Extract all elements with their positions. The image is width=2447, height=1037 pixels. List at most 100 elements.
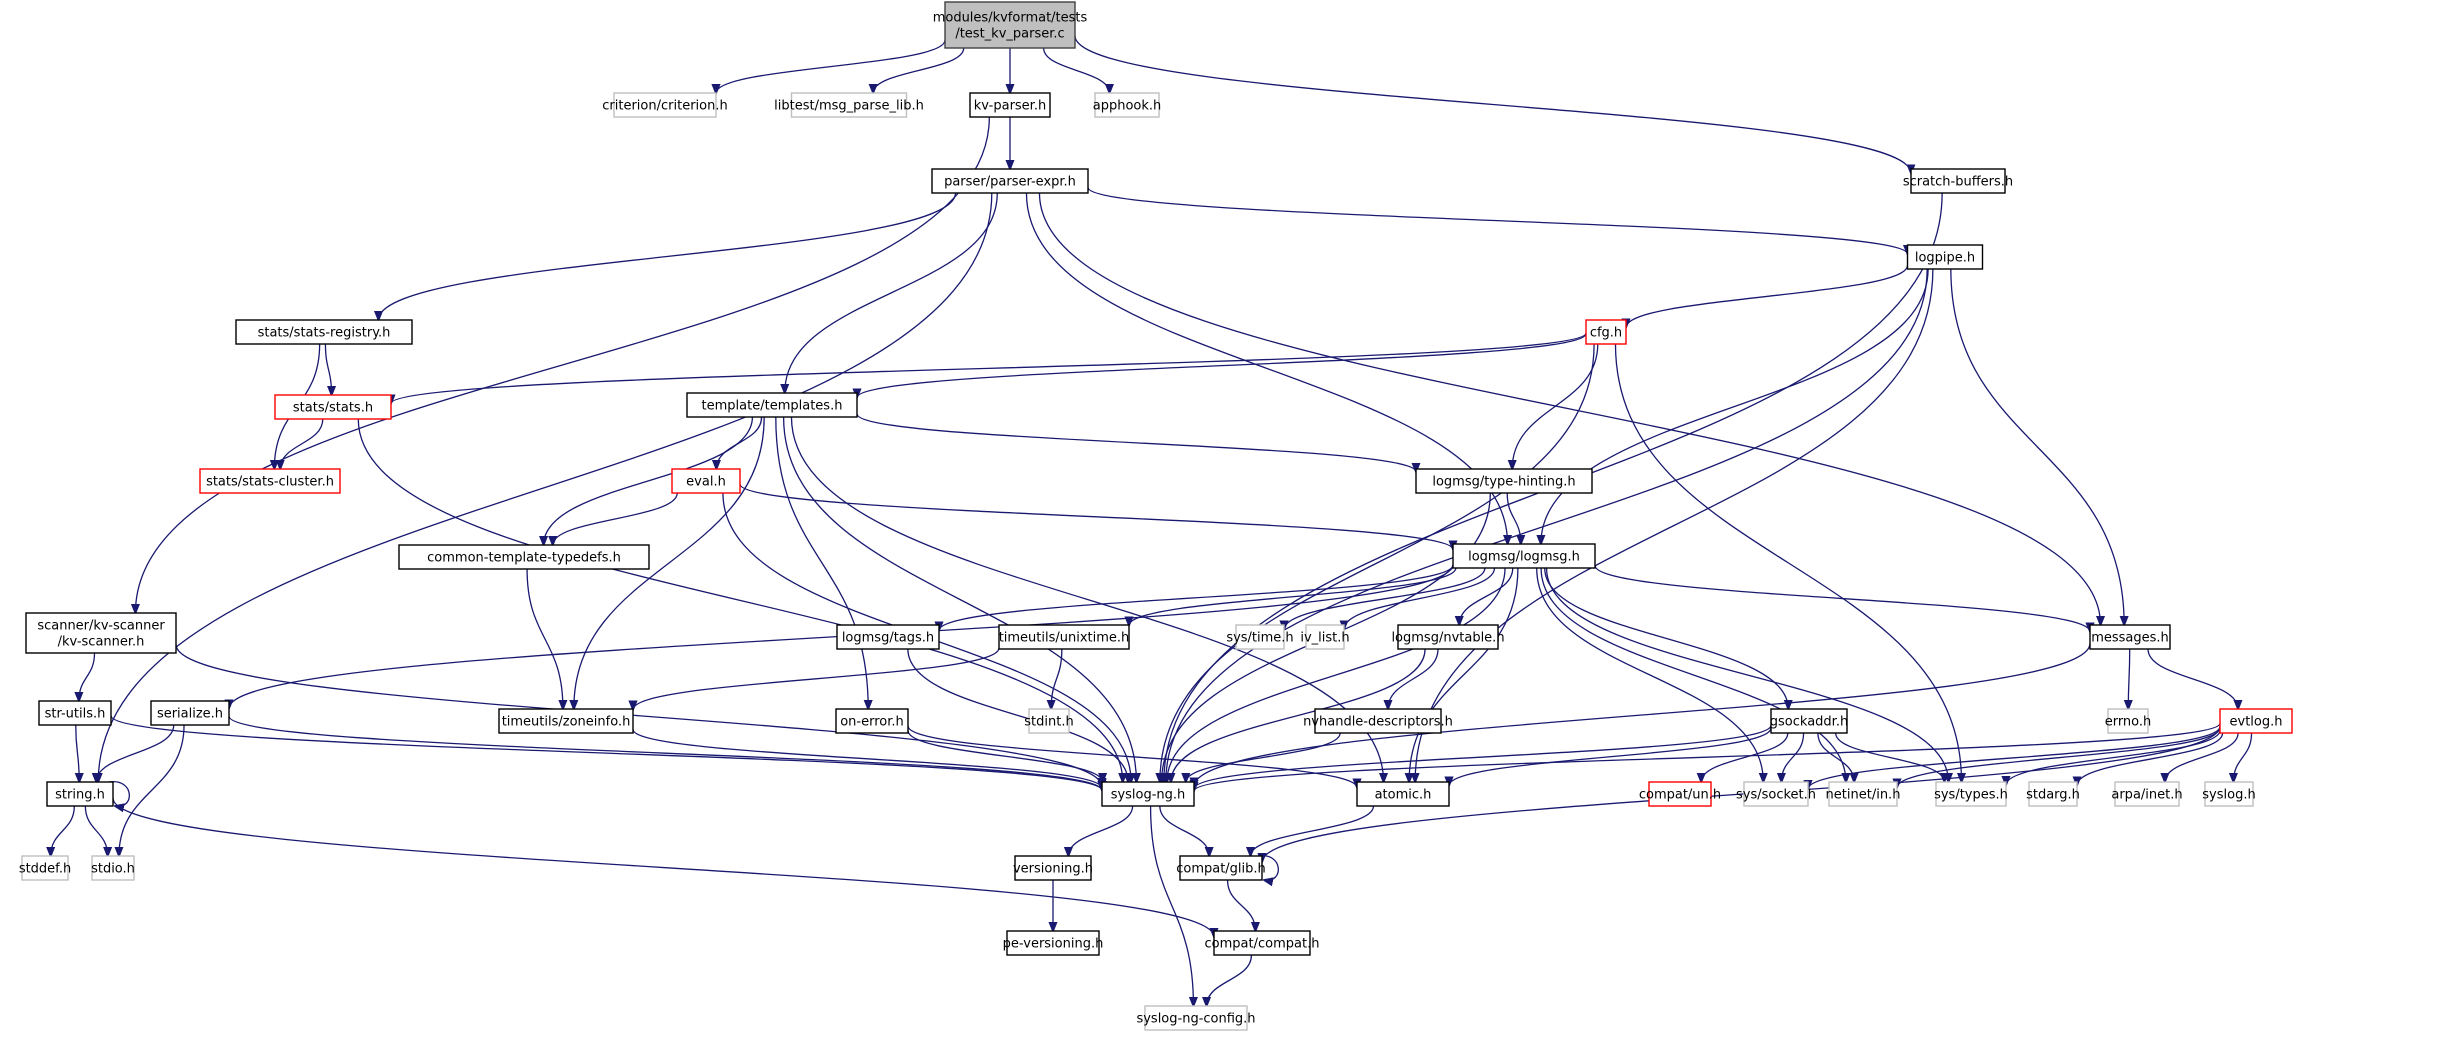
node-box (25, 612, 177, 654)
edge-logpipe-to-cfg (1626, 265, 1909, 327)
node-kvparser[interactable]: kv-parser.h (969, 92, 1051, 118)
node-serialize[interactable]: serialize.h (150, 700, 230, 726)
edge-nvhandle-to-syslogng (1186, 732, 1341, 782)
edge-stats-to-syslogng (357, 418, 1122, 782)
edge-gsockaddr-to-atomic (1449, 727, 1772, 786)
node-box (1235, 624, 1285, 650)
edge-messages-to-errno (2128, 648, 2129, 709)
node-box (1094, 92, 1160, 118)
node-nvtable[interactable]: logmsg/nvtable.h (1391, 624, 1505, 650)
edge-glib-to-compat (1226, 879, 1256, 931)
node-label: sys/time.h (1226, 631, 1293, 646)
edge-glib-to-glib (1257, 855, 1279, 881)
node-label: stats/stats-registry.h (258, 326, 391, 341)
node-statsregistry[interactable]: stats/stats-registry.h (235, 319, 413, 345)
node-box (1397, 624, 1499, 650)
edge-stringh-to-compat (112, 798, 1214, 937)
edge-logpipe-to-logmsg (1541, 268, 1929, 544)
node-box (150, 700, 230, 726)
edge-logmsg-to-atomic (1409, 567, 1519, 782)
edge-gsockaddr-to-syssocket (1781, 732, 1805, 782)
node-label: sys/socket.h (1736, 788, 1816, 803)
node-box (1935, 781, 2007, 807)
node-zoneinfo[interactable]: timeutils/zoneinfo.h (498, 708, 634, 734)
node-syslogng[interactable]: syslog-ng.h (1101, 781, 1195, 807)
node-label: netinet/in.h (1826, 788, 1901, 803)
edge-serialize-to-stringh (96, 724, 175, 782)
node-box (2204, 781, 2254, 807)
node-label: kv-parser.h (974, 99, 1046, 114)
edge-onerror-to-syslogng (907, 730, 1103, 782)
node-box (686, 392, 858, 418)
node-onerror[interactable]: on-error.h (835, 708, 909, 734)
edge-gsockaddr-to-syslogng (1194, 724, 1772, 789)
node-versioning[interactable]: versioning.h (1013, 855, 1093, 881)
node-nvhandle[interactable]: nvhandle-descriptors.h (1303, 708, 1453, 734)
edge-logmsg-to-netinet (1540, 567, 1846, 782)
node-netinet: netinet/in.h (1826, 781, 1901, 807)
node-label: compat/compat.h (1205, 937, 1320, 952)
node-label: logmsg/type-hinting.h (1432, 475, 1575, 490)
edge-kvscanner-to-syslogng (175, 644, 1102, 787)
node-label: stats/stats-cluster.h (206, 475, 334, 490)
node-commontt[interactable]: common-template-typedefs.h (398, 544, 650, 570)
node-gsockaddr[interactable]: gsockaddr.h (1770, 708, 1848, 734)
node-peversioning[interactable]: pe-versioning.h (1003, 930, 1104, 956)
edge-cfg-to-typehinting (1512, 343, 1599, 469)
node-box (1770, 708, 1848, 734)
edge-cfg-to-syslogng (1160, 343, 1595, 782)
node-label: stats/stats.h (293, 401, 373, 416)
node-parserexpr[interactable]: parser/parser-expr.h (931, 168, 1089, 194)
node-label: gsockaddr.h (1770, 715, 1848, 730)
node-box (235, 319, 413, 345)
node-box (498, 708, 634, 734)
node-logmsg[interactable]: logmsg/logmsg.h (1452, 543, 1596, 569)
node-label: versioning.h (1013, 862, 1093, 877)
node-ivlist: iv_list.h (1300, 624, 1350, 650)
node-templates[interactable]: template/templates.h (686, 392, 858, 418)
edge-unixtime-to-stdint (1051, 648, 1063, 709)
node-stats[interactable]: stats/stats.h (274, 394, 392, 420)
edge-messages-to-syslogng (1194, 643, 2091, 786)
edge-strutils-to-stringh (76, 724, 80, 782)
node-label: str-utils.h (45, 707, 106, 722)
node-statscluster[interactable]: stats/stats-cluster.h (199, 468, 341, 494)
edge-serialize-to-stdio (119, 724, 185, 856)
edge-root-to-scratch (1074, 35, 1911, 174)
node-eval[interactable]: eval.h (671, 468, 741, 494)
node-root[interactable]: modules/kvformat/tests/test_kv_parser.c (933, 1, 1088, 49)
node-label: logmsg/tags.h (842, 631, 934, 646)
node-compatun[interactable]: compat/un.h (1639, 781, 1721, 807)
node-unixtime[interactable]: timeutils/unixtime.h (998, 624, 1130, 650)
node-label: sys/types.h (1934, 788, 2008, 803)
node-cfg[interactable]: cfg.h (1585, 319, 1627, 345)
node-atomic[interactable]: atomic.h (1356, 781, 1450, 807)
edge-serialize-to-syslogng (228, 715, 1102, 790)
edge-stats-to-statscluster (280, 418, 324, 469)
node-label: syslog-ng.h (1111, 788, 1186, 803)
node-logpipe[interactable]: logpipe.h (1906, 244, 1984, 270)
node-label: stdarg.h (2026, 788, 2080, 803)
edge-gsockaddr-to-systypes (1834, 732, 1945, 782)
node-glib[interactable]: compat/glib.h (1176, 855, 1266, 881)
edge-messages-to-evtlog (2147, 648, 2238, 709)
edge-atomic-to-glib (1251, 805, 1375, 856)
node-strutils[interactable]: str-utils.h (38, 700, 112, 726)
node-typehinting[interactable]: logmsg/type-hinting.h (1415, 468, 1593, 494)
node-box (1356, 781, 1450, 807)
node-label: arpa/inet.h (2111, 788, 2182, 803)
node-tags[interactable]: logmsg/tags.h (836, 624, 940, 650)
edge-parserexpr-to-messages (1038, 192, 2100, 625)
node-label: template/templates.h (702, 399, 843, 414)
edge-logmsg-to-systypes (1545, 567, 1949, 782)
node-stringh[interactable]: string.h (46, 781, 114, 807)
node-evtlog[interactable]: evtlog.h (2219, 708, 2293, 734)
node-box (671, 468, 741, 494)
node-criterion: criterion/criterion.h (602, 92, 728, 118)
node-messages[interactable]: messages.h (2089, 624, 2171, 650)
node-compat[interactable]: compat/compat.h (1205, 930, 1320, 956)
node-scratch[interactable]: scratch-buffers.h (1903, 168, 2013, 194)
node-kvscanner[interactable]: scanner/kv-scanner/kv-scanner.h (25, 612, 177, 654)
edges-layer (51, 35, 2253, 1006)
